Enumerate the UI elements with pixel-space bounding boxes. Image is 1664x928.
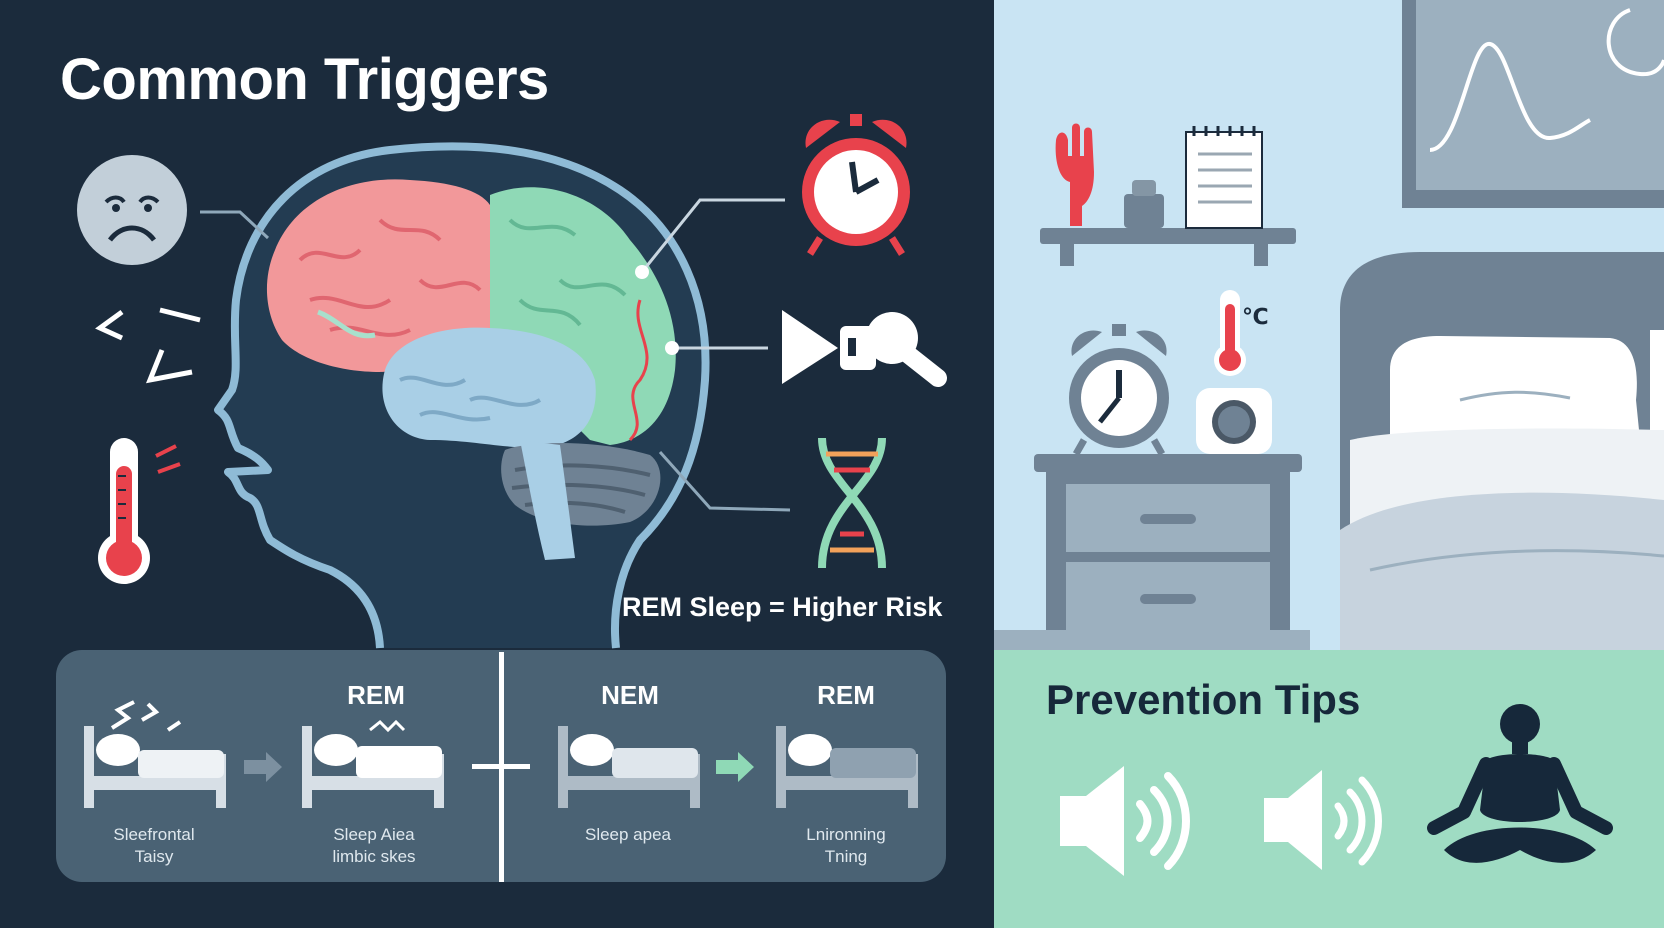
stage-label: NEM: [601, 680, 659, 710]
stage-label: REM: [347, 680, 405, 710]
bed-illustration: [1340, 252, 1664, 650]
thermometer-icon: [98, 438, 181, 584]
wall-art: [1402, 0, 1664, 208]
bed-icon: [302, 719, 444, 808]
alarm-clock-icon: [802, 114, 910, 256]
bed-icon: [558, 726, 700, 808]
arrow-icon: [716, 752, 754, 782]
timeline-divider-cross: [472, 764, 530, 769]
meditation-icon: [1427, 704, 1613, 863]
wall-shelf: [1040, 123, 1296, 266]
sad-face-icon: [77, 155, 187, 265]
speaker-icon: [1060, 766, 1190, 876]
white-noise-machine-icon: [1196, 388, 1272, 454]
bed-icon: [776, 726, 918, 808]
speaker-icon: [1264, 770, 1382, 870]
arrow-icon: [244, 752, 282, 782]
prevention-tips-title: Prevention Tips: [1046, 676, 1361, 723]
rem-risk-note: REM Sleep = Higher Risk: [622, 592, 943, 622]
bedside-clock-icon: [1069, 324, 1169, 456]
head-brain-illustration: [200, 142, 791, 649]
stage-caption: Sleep apea: [584, 825, 672, 844]
light-noise-icon: [782, 310, 947, 387]
dna-icon: [818, 437, 886, 569]
stress-lines-icon: [95, 307, 201, 384]
stage-label: REM: [817, 680, 875, 710]
room-thermometer-icon: [1214, 290, 1246, 376]
floor: [994, 630, 1310, 650]
temperature-unit: ℃: [1242, 304, 1269, 329]
nightstand: [1034, 454, 1302, 650]
triggers-title: Common Triggers: [60, 47, 549, 112]
bed-icon: [84, 700, 226, 808]
